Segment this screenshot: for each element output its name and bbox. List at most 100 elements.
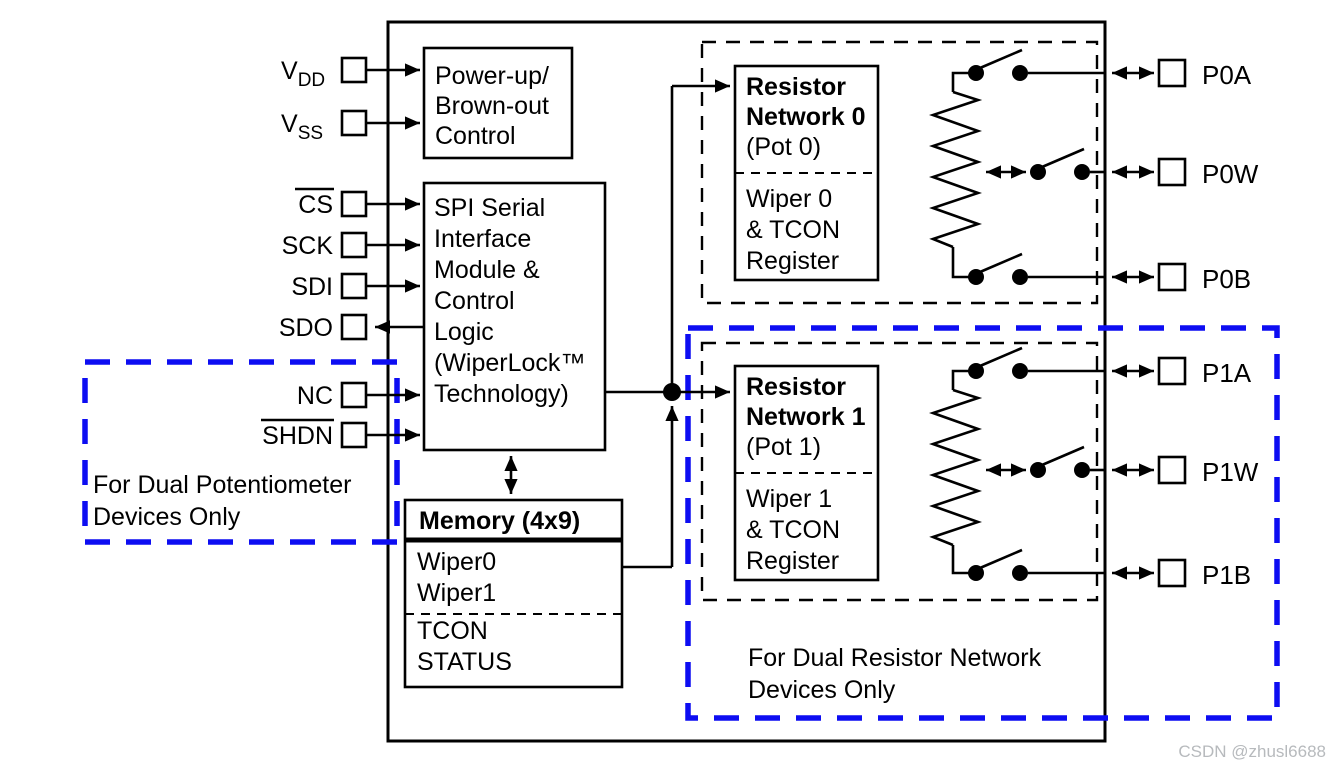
spi-box xyxy=(422,181,607,452)
chip-boundary-box xyxy=(386,20,1107,743)
wire xyxy=(951,369,970,390)
pin-label-vdd: VDD xyxy=(281,57,325,91)
power-up-brown-out-block: Power-up/ Brown-out Control xyxy=(422,46,574,160)
left-pins: VDD VSS CS SCK SDI SDO NC SHDN xyxy=(261,56,424,450)
rn1-register-line1: Wiper 1 xyxy=(746,485,832,513)
pot1-region-dashed-box xyxy=(700,341,1099,602)
switch-blade xyxy=(1041,147,1085,169)
pot0-resistor-zigzag xyxy=(929,90,983,249)
switch-pole-dot xyxy=(1030,462,1046,478)
dual-resistor-network-annotation: For Dual Resistor Network Devices Only xyxy=(685,325,1280,721)
memory-item-status: STATUS xyxy=(417,648,512,676)
rn1-subtitle: (Pot 1) xyxy=(746,433,821,461)
switch-blade xyxy=(979,548,1023,570)
memory-item-wiper1: Wiper1 xyxy=(417,579,496,607)
pin-label-shdn: SHDN xyxy=(262,422,333,450)
switch-pole-dot xyxy=(1012,269,1028,285)
pin-pad-nc xyxy=(340,381,368,409)
pin-label-cs: CS xyxy=(298,191,333,219)
pot0-region-dashed-box xyxy=(700,40,1099,305)
pot0-wiper-connection: P0W xyxy=(986,147,1259,189)
power-up-box xyxy=(422,46,574,160)
pin-label-p1a: P1A xyxy=(1202,358,1252,388)
wire xyxy=(951,71,970,92)
spi-text-line1: SPI Serial xyxy=(434,194,545,222)
pin-pad-p1b xyxy=(1157,558,1187,588)
pot1-terminal-a-connection: P1A xyxy=(951,346,1252,390)
switch-pole-dot xyxy=(968,269,984,285)
rn0-register-line1: Wiper 0 xyxy=(746,185,832,213)
pot0-resistor-ladder: P0A P0W P0B xyxy=(929,48,1259,294)
rn0-title-line1: Resistor xyxy=(746,73,846,101)
pin-pad-p0b xyxy=(1157,262,1187,292)
pin-label-p0b: P0B xyxy=(1202,264,1251,294)
pot0-terminal-b-connection: P0B xyxy=(951,247,1251,294)
junction-dot xyxy=(663,383,681,401)
power-up-text-line3: Control xyxy=(435,122,516,150)
pin-pad-shdn xyxy=(340,421,368,449)
rn1-register-line3: Register xyxy=(746,547,839,575)
switch-blade xyxy=(1041,445,1085,467)
internal-routing xyxy=(605,79,730,569)
switch-blade xyxy=(979,48,1023,70)
switch-blade xyxy=(979,252,1023,274)
switch-pole-dot xyxy=(968,565,984,581)
memory-box xyxy=(403,498,624,689)
watermark: CSDN @zhusl6688 xyxy=(1178,742,1326,761)
switch-pole-dot xyxy=(968,65,984,81)
switch-pole-dot xyxy=(968,363,984,379)
switch-pole-dot xyxy=(1074,164,1090,180)
wire xyxy=(951,545,970,575)
memory-block: Memory (4x9) Wiper0 Wiper1 TCON STATUS xyxy=(403,498,624,689)
dual-potentiometer-note-line1: For Dual Potentiometer xyxy=(93,471,351,499)
resistor-network-0-block: Resistor Network 0 (Pot 0) Wiper 0 & TCO… xyxy=(733,64,880,282)
pin-pad-vdd xyxy=(340,56,368,84)
pot1-resistor-zigzag xyxy=(929,388,983,547)
wire xyxy=(951,247,970,279)
pot1-wiper-connection: P1W xyxy=(986,445,1259,487)
pin-label-p1w: P1W xyxy=(1202,457,1259,487)
pin-pad-cs xyxy=(340,190,368,218)
pin-pad-sck xyxy=(340,231,368,259)
pin-pad-p1w xyxy=(1157,455,1187,485)
rn1-title-line1: Resistor xyxy=(746,373,846,401)
switch-pole-dot xyxy=(1030,164,1046,180)
spi-interface-block: SPI Serial Interface Module & Control Lo… xyxy=(422,181,607,452)
pin-label-p0w: P0W xyxy=(1202,159,1259,189)
pin-pad-sdi xyxy=(340,272,368,300)
power-up-text-line1: Power-up/ xyxy=(435,62,549,90)
dual-resistor-network-note-line2: Devices Only xyxy=(748,676,896,704)
spi-text-line6: (WiperLock™ xyxy=(434,349,585,377)
spi-text-line4: Control xyxy=(434,287,515,315)
pot1-resistor-ladder: P1A P1W P1B xyxy=(929,346,1259,590)
pin-label-vss: VSS xyxy=(281,110,323,144)
spi-text-line7: Technology) xyxy=(434,380,569,408)
pin-label-sdo: SDO xyxy=(279,314,333,342)
dual-resistor-network-note-line1: For Dual Resistor Network xyxy=(748,644,1042,672)
pin-label-p0a: P0A xyxy=(1202,60,1252,90)
memory-item-wiper0: Wiper0 xyxy=(417,548,496,576)
power-up-text-line2: Brown-out xyxy=(435,92,549,120)
spi-text-line3: Module & xyxy=(434,256,540,284)
dual-resistor-network-dashed-box xyxy=(685,325,1280,721)
spi-text-line5: Logic xyxy=(434,318,494,346)
pin-label-nc: NC xyxy=(297,382,333,410)
rn0-title-line2: Network 0 xyxy=(746,103,865,131)
pin-label-sdi: SDI xyxy=(291,273,333,301)
pin-pad-p1a xyxy=(1157,356,1187,386)
rn1-title-line2: Network 1 xyxy=(746,403,866,431)
pin-pad-p0a xyxy=(1157,58,1187,88)
rn0-subtitle: (Pot 0) xyxy=(746,133,821,161)
dual-potentiometer-note-line2: Devices Only xyxy=(93,503,241,531)
pin-label-p1b: P1B xyxy=(1202,560,1251,590)
switch-pole-dot xyxy=(1074,462,1090,478)
resistor-network-1-block: Resistor Network 1 (Pot 1) Wiper 1 & TCO… xyxy=(733,364,880,582)
rn1-register-line2: & TCON xyxy=(746,516,840,544)
pin-pad-vss xyxy=(340,109,368,137)
pot1-terminal-b-connection: P1B xyxy=(951,545,1251,590)
memory-title: Memory (4x9) xyxy=(419,507,580,535)
pot0-terminal-a-connection: P0A xyxy=(951,48,1252,92)
rn0-register-line3: Register xyxy=(746,247,839,275)
